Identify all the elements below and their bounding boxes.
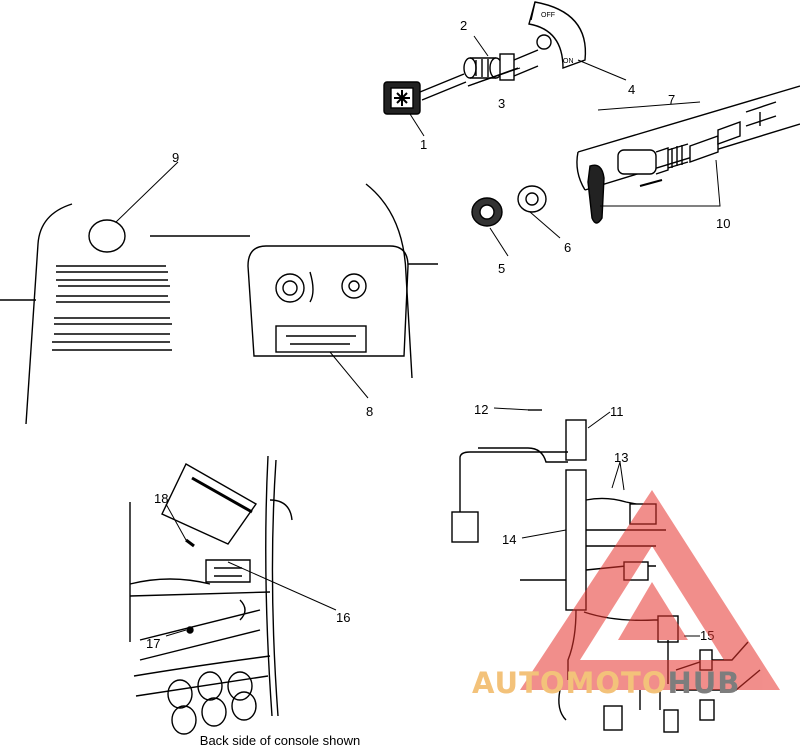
washers bbox=[471, 185, 547, 227]
console-center-panel bbox=[247, 183, 438, 379]
console-back-view bbox=[129, 455, 293, 735]
callout-8: 8 bbox=[366, 404, 373, 419]
console-left-panel bbox=[0, 203, 250, 425]
callout-2: 2 bbox=[460, 18, 467, 33]
callout-17: 17 bbox=[146, 636, 160, 651]
callout-7: 7 bbox=[668, 92, 675, 107]
throttle-assembly bbox=[576, 85, 800, 224]
callout-6: 6 bbox=[564, 240, 571, 255]
callout-5: 5 bbox=[498, 261, 505, 276]
watermark-part1: AUTOMOTO bbox=[472, 666, 668, 700]
callout-3: 3 bbox=[498, 96, 505, 111]
leader-lines bbox=[115, 35, 721, 637]
plate-on-label: ON bbox=[563, 58, 574, 65]
callout-13: 13 bbox=[614, 450, 628, 465]
caption: Back side of console shown bbox=[199, 733, 361, 748]
key-cap bbox=[383, 73, 467, 115]
callout-1: 1 bbox=[420, 137, 427, 152]
callout-11: 11 bbox=[610, 404, 624, 419]
ignition-switch bbox=[463, 34, 552, 81]
plate-off-label: OFF bbox=[541, 12, 555, 19]
watermark-triangle bbox=[520, 490, 780, 690]
callout-9: 9 bbox=[172, 150, 179, 165]
callout-18: 18 bbox=[154, 491, 168, 506]
callout-12: 12 bbox=[474, 402, 488, 417]
callout-4: 4 bbox=[628, 82, 635, 97]
callout-16: 16 bbox=[336, 610, 350, 625]
callout-10: 10 bbox=[716, 216, 730, 231]
watermark-text: AUTOMOTOHUB bbox=[472, 666, 800, 700]
off-on-plate bbox=[528, 1, 587, 69]
callout-14: 14 bbox=[502, 532, 516, 547]
watermark-part2: HUB bbox=[667, 666, 741, 700]
